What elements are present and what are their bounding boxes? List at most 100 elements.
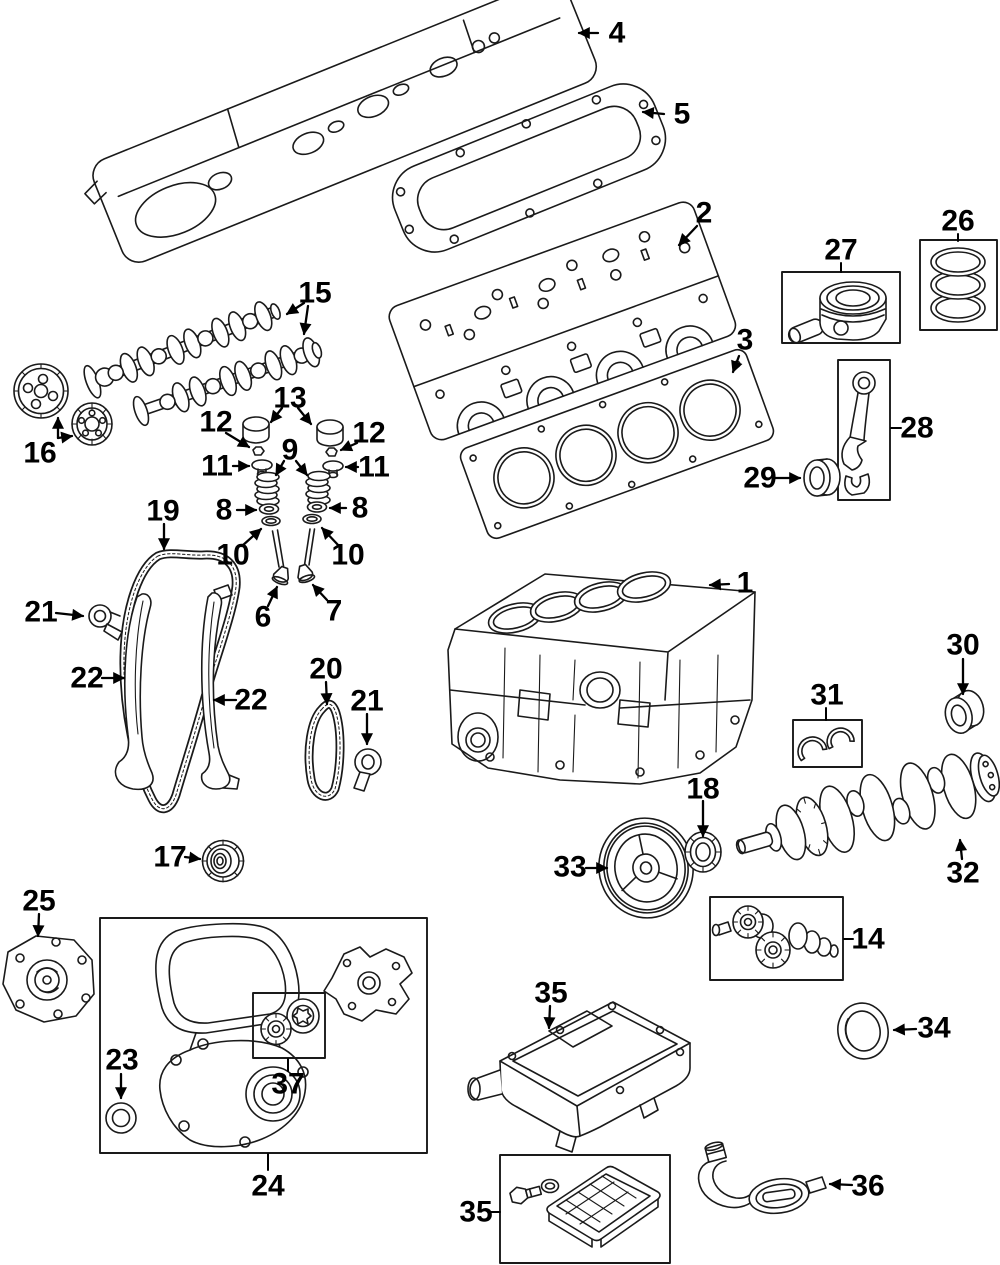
- callout-label: 13: [273, 382, 306, 415]
- callout-3: 3: [731, 324, 754, 374]
- callout-label: 20: [309, 653, 342, 686]
- callout-1: 1: [708, 567, 754, 600]
- callout-label: 5: [674, 98, 691, 131]
- spring-seat-right: [306, 501, 328, 513]
- chain-tensioner-upper: [88, 604, 123, 641]
- camshaft-exhaust: [132, 337, 323, 427]
- thrust-washers: [792, 719, 863, 768]
- valve-lifter-left: [242, 416, 270, 444]
- callout-label: 8: [216, 494, 233, 527]
- callout-12-left: 12: [199, 406, 251, 449]
- callout-label: 10: [216, 539, 249, 572]
- callout-label: 18: [686, 773, 719, 806]
- callout-label: 31: [810, 679, 843, 712]
- chain-guide-left: [114, 593, 154, 791]
- valve-keeper-left: [252, 446, 265, 456]
- callout-label: 17: [153, 841, 186, 874]
- callout-31: 31: [810, 679, 844, 721]
- oil-pan-upper: [467, 1001, 691, 1153]
- oil-pan-lower-kit: [499, 1154, 671, 1264]
- front-cover: [155, 922, 309, 1148]
- cover-plate: [323, 946, 413, 1022]
- callout-24: 24: [251, 1153, 285, 1203]
- chain-tensioner-lower: [353, 748, 382, 792]
- valve-lifter-right: [316, 419, 344, 447]
- camshaft-sprocket: [71, 402, 113, 446]
- cylinder-head: [388, 201, 737, 441]
- callout-label: 6: [255, 601, 272, 634]
- crankshaft: [735, 752, 1000, 861]
- callout-label: 33: [553, 851, 586, 884]
- valve-cover-gasket: [391, 83, 667, 253]
- callout-label: 23: [105, 1044, 138, 1077]
- spring-retainer-right: [322, 460, 344, 479]
- callout-label: 29: [743, 462, 776, 495]
- callout-label: 4: [609, 17, 626, 50]
- pump-assembly: [2, 935, 95, 1023]
- callout-label: 14: [851, 923, 885, 956]
- valve-cover: [84, 0, 598, 263]
- oil-pump-rotors: [252, 992, 326, 1059]
- callout-22-right: 22: [212, 684, 268, 717]
- piston: [781, 271, 901, 344]
- callout-label: 3: [737, 324, 754, 357]
- callout-29: 29: [743, 462, 802, 495]
- callout-17: 17: [153, 841, 202, 874]
- connecting-rod: [837, 359, 891, 501]
- callout-label: 35: [534, 977, 567, 1010]
- callout-18: 18: [686, 773, 720, 838]
- callout-label: 35: [459, 1196, 492, 1229]
- callout-label: 22: [70, 662, 103, 695]
- callout-11-right: 11: [344, 451, 390, 484]
- callout-21-left: 21: [24, 596, 85, 629]
- spring-seat-left: [258, 503, 280, 515]
- balance-chain: [304, 699, 345, 801]
- callout-37: 37: [271, 1058, 305, 1101]
- callout-label: 12: [352, 417, 385, 450]
- callout-label: 15: [298, 277, 331, 310]
- callout-label: 8: [352, 492, 369, 525]
- callout-32: 32: [946, 838, 980, 890]
- callout-label: 28: [900, 412, 933, 445]
- callout-6: 6: [255, 585, 279, 634]
- head-gasket: [459, 348, 775, 540]
- callout-label: 11: [201, 450, 233, 483]
- callout-33: 33: [553, 851, 609, 884]
- rod-bearing: [803, 458, 841, 497]
- callout-27: 27: [824, 234, 858, 273]
- rear-main-seal: [837, 1002, 889, 1060]
- callout-15: 15: [285, 277, 332, 336]
- callout-label: 10: [331, 539, 364, 572]
- engine-block: [447, 571, 756, 785]
- callout-20: 20: [309, 653, 343, 706]
- callout-label: 7: [326, 595, 343, 628]
- callout-label: 12: [199, 406, 232, 439]
- callout-label: 19: [146, 495, 179, 528]
- callout-12-right: 12: [339, 417, 386, 452]
- balance-shaft-assembly: [709, 896, 844, 981]
- callout-22-left: 22: [70, 662, 126, 695]
- front-cover-kit: [99, 917, 428, 1154]
- callout-5: 5: [641, 98, 691, 131]
- callout-label: 21: [350, 685, 383, 718]
- callout-label: 37: [271, 1068, 304, 1101]
- camshaft-intake: [83, 301, 281, 399]
- callout-label: 24: [251, 1170, 285, 1203]
- callout-16: 16: [23, 416, 74, 470]
- valve-seal-right: [302, 513, 322, 525]
- callout-7: 7: [311, 583, 343, 628]
- callout-label: 22: [234, 684, 267, 717]
- callout-label: 1: [737, 567, 754, 600]
- callout-23: 23: [105, 1044, 139, 1100]
- callout-34: 34: [892, 1012, 951, 1045]
- callout-label: 27: [824, 234, 857, 267]
- idler-sprocket: [201, 839, 245, 883]
- camshaft-vvt-sprocket: [13, 363, 69, 419]
- callout-36: 36: [828, 1170, 885, 1203]
- callout-label: 2: [696, 197, 713, 230]
- intake-valve: [271, 529, 290, 586]
- callout-11-left: 11: [201, 450, 251, 483]
- valve-spring-right: [305, 470, 331, 506]
- callout-35-lower: 35: [459, 1196, 501, 1229]
- callout-label: 21: [24, 596, 57, 629]
